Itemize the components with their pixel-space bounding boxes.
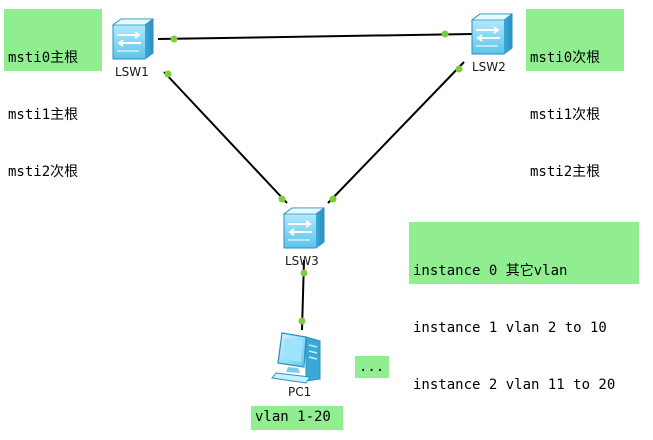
switch-icon[interactable] bbox=[112, 18, 154, 60]
note-line: msti1次根 bbox=[530, 107, 601, 123]
port-dot bbox=[170, 35, 178, 43]
note-pc-vlan: vlan 1-20 bbox=[251, 406, 343, 430]
port-dot bbox=[164, 70, 172, 78]
note-line: msti1主根 bbox=[8, 107, 79, 123]
note-line: instance 2 vlan 11 to 20 bbox=[413, 377, 616, 393]
note-line: msti2次根 bbox=[8, 164, 79, 180]
note-lsw1-roles: msti0主根 msti1主根 msti2次根 bbox=[4, 9, 102, 180]
note-instance-mapping: instance 0 其它vlan instance 1 vlan 2 to 1… bbox=[409, 222, 639, 393]
device-label-lsw2: LSW2 bbox=[472, 60, 506, 74]
port-dot bbox=[455, 65, 463, 73]
port-dot bbox=[278, 195, 286, 203]
port-dot bbox=[298, 317, 306, 325]
note-line: instance 0 其它vlan bbox=[413, 263, 568, 279]
port-dot bbox=[300, 269, 308, 277]
device-label-pc1: PC1 bbox=[288, 385, 312, 399]
note-ellipsis: ... bbox=[355, 356, 389, 378]
note-line: msti2主根 bbox=[530, 164, 601, 180]
note-line: msti0次根 bbox=[530, 50, 601, 66]
link-lsw1-lsw3[interactable] bbox=[163, 71, 288, 204]
port-dot bbox=[329, 195, 337, 203]
switch-icon[interactable] bbox=[471, 13, 513, 55]
device-label-lsw1: LSW1 bbox=[115, 65, 149, 79]
port-dot bbox=[441, 30, 449, 38]
link-lsw2-lsw3[interactable] bbox=[327, 61, 465, 204]
note-line: msti0主根 bbox=[8, 50, 79, 66]
note-line: instance 1 vlan 2 to 10 bbox=[413, 320, 607, 336]
note-lsw2-roles: msti0次根 msti1次根 msti2主根 bbox=[526, 9, 624, 180]
device-label-lsw3: LSW3 bbox=[285, 254, 319, 268]
link-lsw1-lsw2[interactable] bbox=[157, 33, 473, 40]
pc-icon[interactable] bbox=[271, 332, 321, 384]
switch-icon[interactable] bbox=[283, 207, 325, 249]
